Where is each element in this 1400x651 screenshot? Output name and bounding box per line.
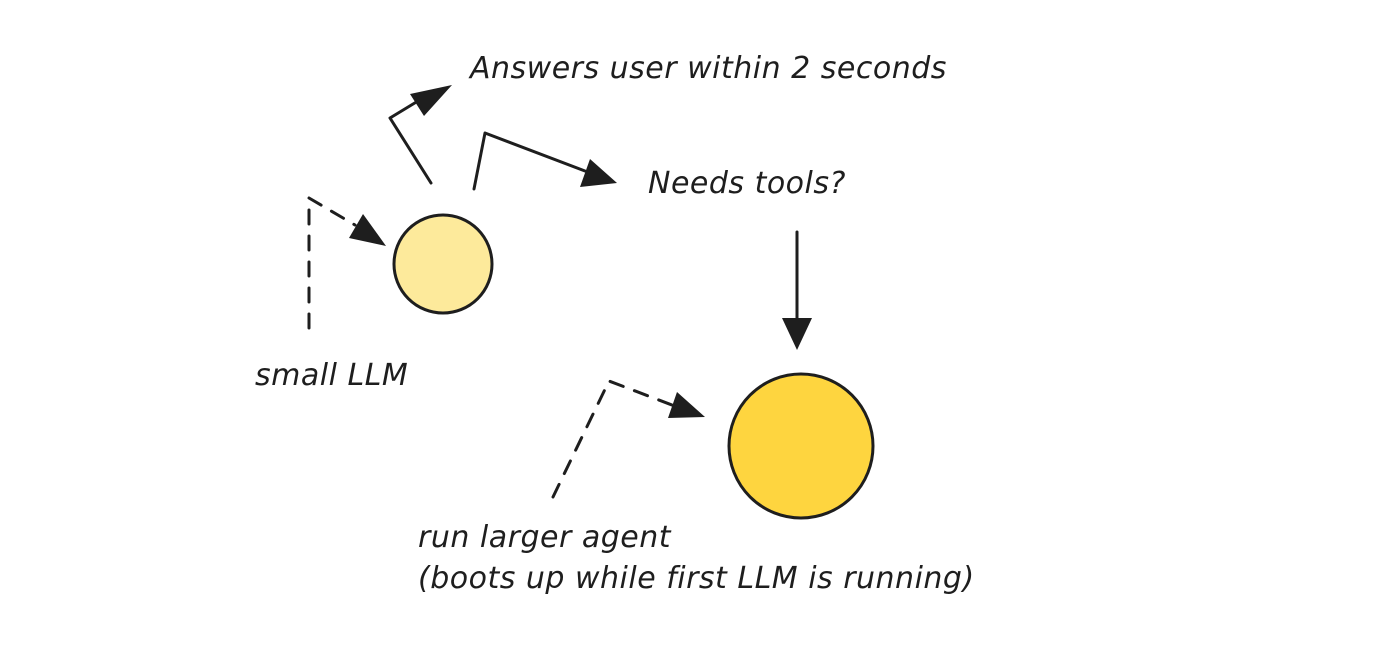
arrowhead-answers bbox=[410, 85, 452, 116]
dashed-arrow-larger-agent bbox=[551, 379, 674, 499]
arrowhead-down bbox=[782, 318, 812, 350]
small-llm-node bbox=[392, 213, 494, 315]
larger-agent-node bbox=[727, 372, 875, 520]
small-llm-label: small LLM bbox=[255, 358, 409, 393]
answers-label: Answers user within 2 seconds bbox=[470, 51, 947, 86]
needs-tools-label: Needs tools? bbox=[648, 166, 846, 201]
arrowhead-larger-agent bbox=[668, 392, 705, 418]
arrowhead-small-llm bbox=[349, 214, 386, 246]
arrow-to-answers bbox=[388, 99, 433, 185]
dashed-arrow-small-llm bbox=[307, 196, 357, 330]
arrowhead-needs-tools bbox=[580, 159, 617, 187]
boots-up-label: (boots up while first LLM is running) bbox=[418, 561, 975, 596]
arrow-to-needs-tools bbox=[472, 131, 587, 191]
run-larger-agent-label: run larger agent bbox=[418, 520, 671, 555]
